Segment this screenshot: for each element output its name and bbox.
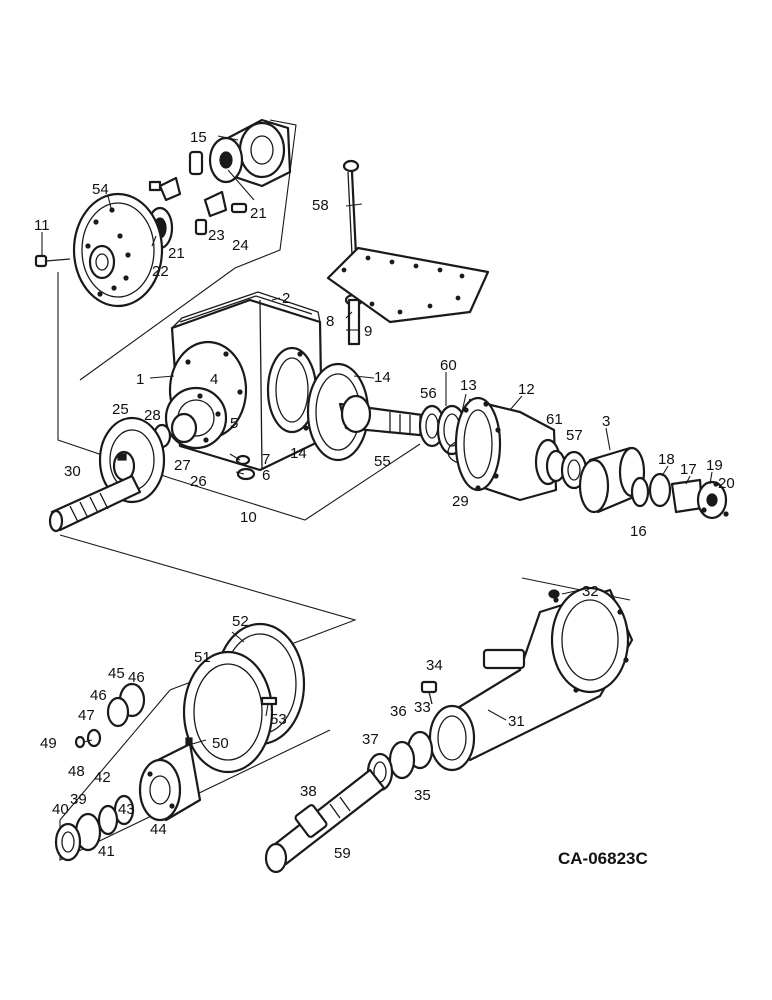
callout-45: 45 <box>108 665 125 682</box>
callout-5: 5 <box>230 415 238 432</box>
callout-39: 39 <box>70 791 87 808</box>
callout-43: 43 <box>118 801 135 818</box>
callout-54: 54 <box>92 181 109 198</box>
callout-15: 15 <box>190 129 207 146</box>
callout-14-upper: 14 <box>374 369 391 386</box>
drain-plug <box>235 454 256 481</box>
callout-59: 59 <box>334 845 351 862</box>
callout-8: 8 <box>326 313 334 330</box>
axle-tube-housing <box>428 586 634 772</box>
callout-1: 1 <box>136 371 144 388</box>
callout-34: 34 <box>426 657 443 674</box>
tube-bolt <box>420 680 438 705</box>
hub-bearings <box>54 794 135 862</box>
callout-14-lower: 14 <box>290 445 307 462</box>
callout-55: 55 <box>374 453 391 470</box>
callout-7: 7 <box>262 451 270 468</box>
callout-25: 25 <box>112 401 129 418</box>
callout-20: 20 <box>718 475 735 492</box>
callout-22: 22 <box>152 263 169 280</box>
callout-16: 16 <box>630 523 647 540</box>
filler-tube <box>344 293 364 346</box>
callout-2: 2 <box>282 290 290 307</box>
callout-labels: 15 21 23 24 54 21 22 11 58 2 8 9 1 4 5 1… <box>34 129 735 868</box>
callout-29: 29 <box>452 493 469 510</box>
callout-58: 58 <box>312 197 329 214</box>
callout-26: 26 <box>190 473 207 490</box>
callout-10: 10 <box>240 509 257 526</box>
callout-42: 42 <box>94 769 111 786</box>
callout-56: 56 <box>420 385 437 402</box>
callout-53: 53 <box>270 711 287 728</box>
callout-24: 24 <box>232 237 249 254</box>
bearing-57 <box>545 449 588 490</box>
bearing-flange <box>164 386 228 450</box>
callout-21-lower: 21 <box>168 245 185 262</box>
output-seal <box>630 476 650 508</box>
callout-28: 28 <box>144 407 161 424</box>
callout-46-right: 46 <box>128 669 145 686</box>
output-flange <box>670 478 729 520</box>
output-bearing <box>648 472 672 508</box>
callout-12: 12 <box>518 381 535 398</box>
callout-44: 44 <box>150 821 167 838</box>
callout-46-left: 46 <box>90 687 107 704</box>
callout-9: 9 <box>364 323 372 340</box>
callout-40: 40 <box>52 801 69 818</box>
extension-housing <box>454 396 562 502</box>
dipstick <box>342 159 360 257</box>
callout-36: 36 <box>390 703 407 720</box>
brake-pin <box>260 696 278 706</box>
bull-gear <box>98 416 166 504</box>
callout-4: 4 <box>210 371 218 388</box>
callout-30: 30 <box>64 463 81 480</box>
callout-57: 57 <box>566 427 583 444</box>
axle-shaft <box>48 474 142 533</box>
diagram-code: CA-06823C <box>558 849 648 868</box>
callout-41: 41 <box>98 843 115 860</box>
callout-27: 27 <box>174 457 191 474</box>
callout-33: 33 <box>414 699 431 716</box>
callout-21-upper: 21 <box>250 205 267 222</box>
cover-plate <box>326 246 490 324</box>
callout-37: 37 <box>362 731 379 748</box>
callout-50: 50 <box>212 735 229 752</box>
callout-47: 47 <box>78 707 95 724</box>
callout-31: 31 <box>508 713 525 730</box>
callout-48: 48 <box>68 763 85 780</box>
leader-lines <box>41 135 713 745</box>
brake-disc <box>72 192 164 308</box>
differential-carrier <box>208 118 292 188</box>
spider-gears <box>148 150 248 236</box>
brake-drum <box>182 650 274 774</box>
callout-3: 3 <box>602 413 610 430</box>
callout-19: 19 <box>706 457 723 474</box>
callout-35: 35 <box>414 787 431 804</box>
callout-60: 60 <box>440 357 457 374</box>
callout-49: 49 <box>40 735 57 752</box>
callout-38: 38 <box>300 783 317 800</box>
callout-32: 32 <box>582 583 599 600</box>
callout-52: 52 <box>232 613 249 630</box>
callout-61: 61 <box>546 411 563 428</box>
callout-6: 6 <box>262 467 270 484</box>
callout-51: 51 <box>194 649 211 666</box>
callout-17: 17 <box>680 461 697 478</box>
callout-23: 23 <box>208 227 225 244</box>
pinion-shaft <box>338 394 432 438</box>
callout-18: 18 <box>658 451 675 468</box>
brake-hub <box>138 742 202 822</box>
bolt <box>34 254 71 268</box>
gasket <box>306 362 370 462</box>
seal-carrier <box>74 682 146 749</box>
callout-11: 11 <box>34 217 50 234</box>
callout-13: 13 <box>460 377 477 394</box>
lower-axle-shaft <box>264 768 386 874</box>
